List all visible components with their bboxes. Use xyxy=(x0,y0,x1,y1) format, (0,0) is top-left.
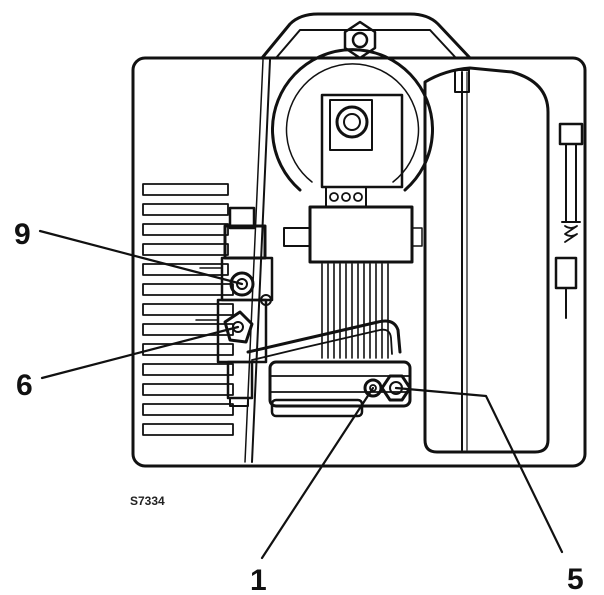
louver-slot xyxy=(142,203,229,216)
motor-housing xyxy=(271,48,434,208)
louver-slot xyxy=(142,243,229,256)
leader-1 xyxy=(260,386,375,560)
oil-pipe xyxy=(246,319,402,361)
louver-slot xyxy=(142,423,234,436)
valve-block xyxy=(195,206,274,407)
louver-slot xyxy=(142,283,234,296)
control-box xyxy=(283,205,423,264)
pressure-screw-5 xyxy=(380,374,412,402)
louver-slot xyxy=(142,183,229,196)
louver-slot xyxy=(142,383,234,396)
louver-slot xyxy=(142,303,234,316)
ventilation-louvers xyxy=(142,183,234,436)
motor-shaft xyxy=(335,105,369,139)
callout-6: 6 xyxy=(16,369,33,402)
leader-9 xyxy=(38,229,244,286)
figure-code: S7334 xyxy=(130,494,165,508)
housing-panel xyxy=(131,56,587,468)
callout-1: 1 xyxy=(250,564,267,595)
bracket-nut-hole xyxy=(351,31,369,49)
louver-slot xyxy=(142,263,229,276)
louver-slot xyxy=(142,343,234,356)
linkage-spring xyxy=(554,122,584,319)
callout-9: 9 xyxy=(14,218,31,251)
callout-5: 5 xyxy=(567,563,584,595)
side-cover xyxy=(423,66,550,454)
louver-slot xyxy=(142,363,234,376)
adjusting-screw-6 xyxy=(223,310,254,344)
leader-5 xyxy=(394,386,564,554)
louver-slot xyxy=(142,403,234,416)
callout-leaders xyxy=(38,229,564,560)
heat-exchanger-ribs xyxy=(321,263,389,359)
pump-assembly xyxy=(268,360,412,418)
louver-slot xyxy=(142,223,229,236)
louver-slot xyxy=(142,323,234,336)
pump-plug-9 xyxy=(229,271,255,297)
motor-top-block xyxy=(320,93,404,189)
leader-6 xyxy=(40,325,240,380)
bracket-nut xyxy=(343,20,377,60)
top-mounting-bracket xyxy=(260,12,472,60)
